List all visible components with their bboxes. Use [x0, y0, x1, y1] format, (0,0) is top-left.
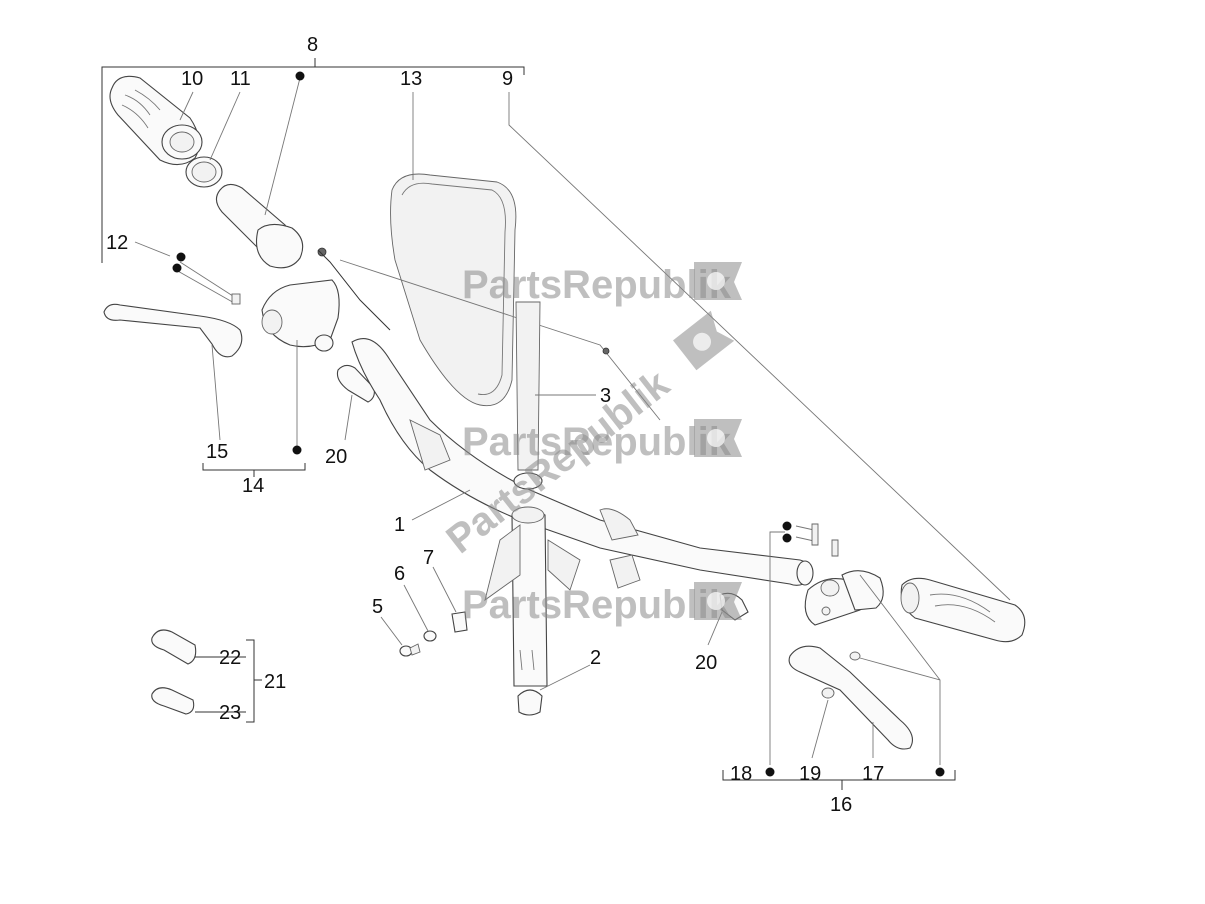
part-handlebar — [351, 338, 814, 589]
watermark-text: PartsRepublik — [462, 263, 732, 307]
part-clip — [451, 611, 468, 633]
part-left-switch — [336, 364, 375, 403]
watermark-1: PartsRepublik — [462, 262, 742, 307]
watermark-3: PartsRepublik — [462, 582, 742, 627]
gear-flag-icon — [694, 582, 742, 620]
callout-5: 5 — [372, 596, 383, 618]
gear-flag-icon — [673, 310, 735, 371]
callout-19: 19 — [799, 763, 821, 785]
part-cap-22 — [151, 629, 197, 665]
callout-1: 1 — [394, 514, 405, 536]
callout-17: 17 — [862, 763, 884, 785]
callout-dots — [172, 71, 945, 777]
callout-2: 2 — [590, 647, 601, 669]
part-screws — [175, 261, 241, 305]
callout-23: 23 — [219, 702, 241, 724]
callout-8: 8 — [307, 34, 318, 56]
callout-15: 15 — [206, 441, 228, 463]
part-right-lever — [788, 645, 913, 750]
callout-9: 9 — [502, 68, 513, 90]
callout-13: 13 — [400, 68, 422, 90]
watermark-text: PartsRepublik — [462, 420, 732, 464]
callout-20-left: 20 — [325, 446, 347, 468]
part-right-housing — [804, 570, 884, 626]
part-ring — [185, 156, 223, 188]
callout-3: 3 — [600, 385, 611, 407]
callout-10: 10 — [181, 68, 203, 90]
callout-14: 14 — [242, 475, 264, 497]
part-bolt — [399, 643, 421, 657]
part-cap-23 — [151, 687, 195, 715]
part-right-screws — [795, 523, 861, 699]
callout-21: 21 — [264, 671, 286, 693]
callout-22: 22 — [219, 647, 241, 669]
callout-20-right: 20 — [695, 652, 717, 674]
callout-11: 11 — [230, 68, 251, 90]
part-steering-column — [484, 301, 581, 687]
callout-16: 16 — [830, 794, 852, 816]
part-left-lever — [103, 303, 243, 358]
part-washer — [423, 630, 437, 642]
part-right-grip — [900, 577, 1026, 643]
part-left-switch-housing — [261, 279, 340, 352]
part-handlebar-cover — [390, 173, 517, 407]
callout-12: 12 — [106, 232, 128, 254]
gear-flag-icon — [694, 262, 742, 300]
part-lower-cap — [517, 689, 543, 716]
callout-labels: 8 10 11 13 9 12 3 15 20 14 1 7 6 5 2 20 … — [106, 34, 884, 816]
callout-6: 6 — [394, 563, 405, 585]
gear-flag-icon — [694, 419, 742, 457]
part-cable — [339, 259, 661, 421]
watermark-text: PartsRepublik — [462, 583, 732, 627]
part-left-grip — [109, 75, 203, 166]
part-throttle-grip — [215, 183, 391, 331]
watermark-2: PartsRepublik — [462, 419, 742, 464]
callout-18: 18 — [730, 763, 752, 785]
callout-7: 7 — [423, 547, 434, 569]
